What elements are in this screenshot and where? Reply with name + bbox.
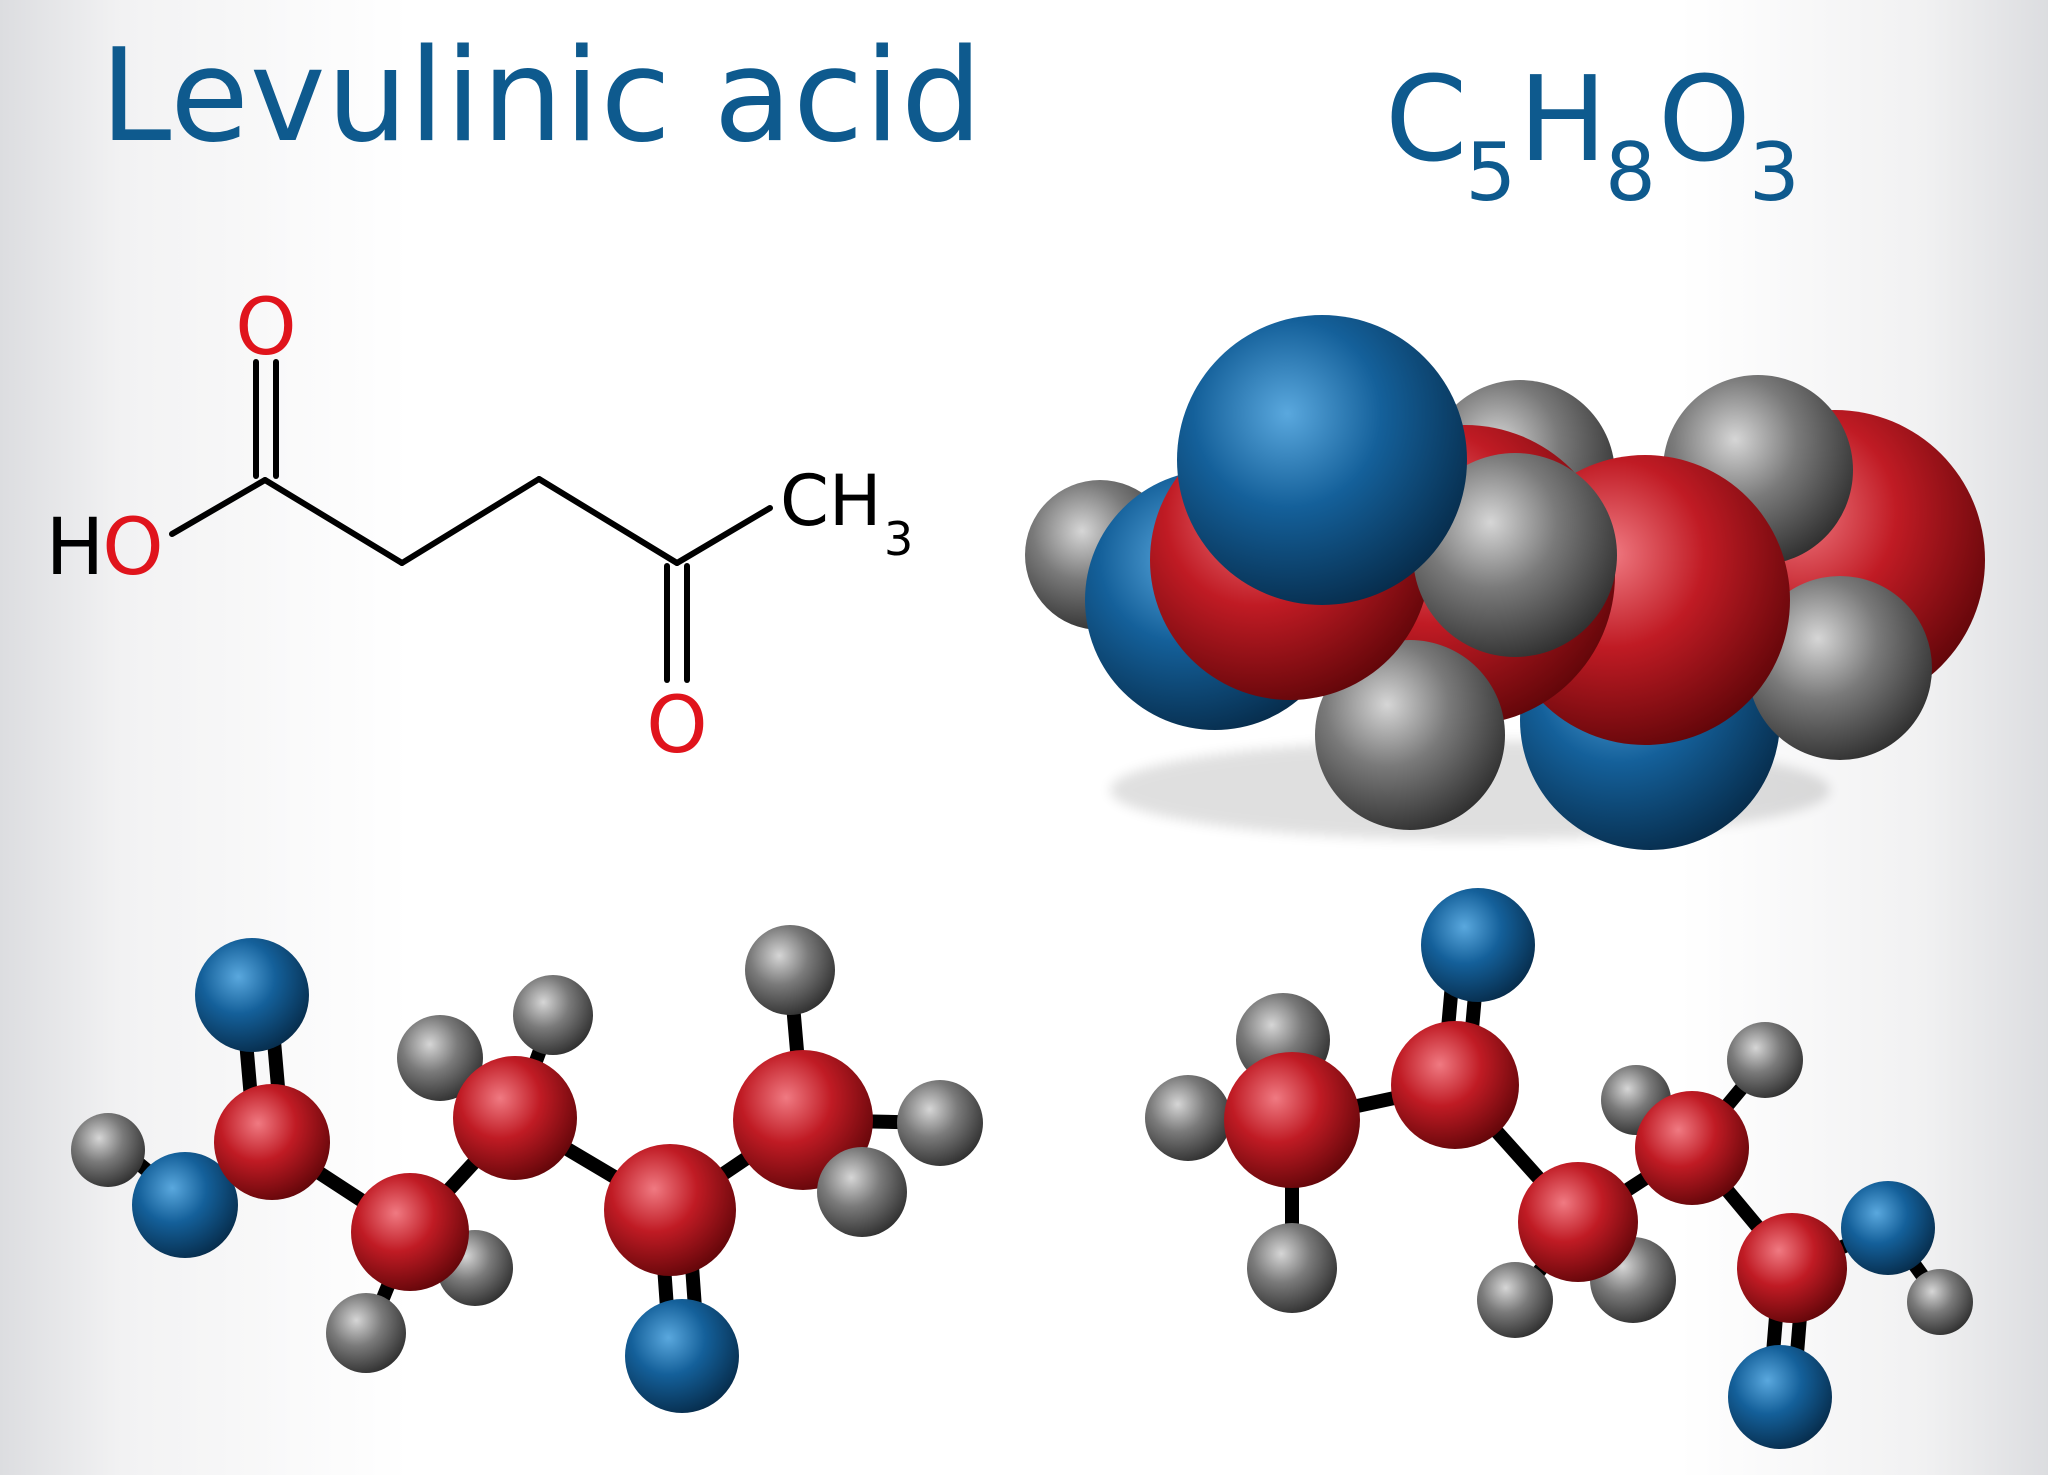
label-carbonyl-o-bottom: O — [646, 681, 707, 771]
molecule-name: Levulinic acid — [100, 22, 984, 171]
bs-left-hydrogen-c2-b — [326, 1293, 406, 1373]
skeletal-formula — [169, 359, 773, 683]
bond-c4-ch3 — [674, 505, 773, 566]
bs-left-hydrogen-methyl-a — [745, 925, 835, 1015]
bs-right-hydrogen-hydroxyl — [1907, 1269, 1973, 1335]
ball-stick-model-right — [1145, 888, 1973, 1449]
label-methyl: CH — [780, 460, 882, 542]
formula-count-c: 5 — [1465, 126, 1516, 219]
cpk-oxygen-3 — [1177, 315, 1467, 605]
bond-oh-c1 — [169, 477, 268, 537]
label-hydroxyl-h: H — [46, 503, 105, 593]
bs-right-carbon-3 — [1518, 1162, 1638, 1282]
bs-left-hydrogen-c3-a — [397, 1015, 483, 1101]
bs-left-carbon-2 — [351, 1173, 469, 1291]
bs-right-carbon-ketone — [1391, 1021, 1519, 1149]
bs-left-hydrogen-hydroxyl — [71, 1113, 145, 1187]
label-hydroxyl-o: O — [102, 503, 163, 593]
bs-left-hydrogen-c3-b — [513, 975, 593, 1055]
formula-count-h: 8 — [1605, 126, 1656, 219]
bs-left-oxygen-carbonyl — [195, 938, 309, 1052]
bs-left-hydrogen-methyl-c — [817, 1147, 907, 1237]
bs-left-carbon-1 — [214, 1084, 330, 1200]
label-carbonyl-o-top: O — [235, 283, 296, 373]
skeletal-labels: O H O O CH 3 — [46, 283, 914, 771]
bond-c3-c4 — [536, 476, 680, 566]
molecular-formula: C5H8O3 — [1385, 50, 1802, 219]
formula-count-o: 3 — [1748, 126, 1800, 219]
bs-left-oxygen-hydroxyl — [132, 1152, 238, 1258]
cpk-hydrogen-4 — [1748, 576, 1932, 760]
bs-left-oxygen-ketone — [625, 1299, 739, 1413]
bs-right-oxygen-carbonyl — [1728, 1345, 1832, 1449]
bs-right-oxygen-ketone — [1421, 888, 1535, 1002]
bs-right-hydrogen-methyl-a — [1145, 1075, 1231, 1161]
cpk-hydrogen-6 — [1413, 453, 1617, 657]
cpk-hydrogen-5 — [1315, 640, 1505, 830]
label-methyl-sub: 3 — [884, 512, 913, 566]
formula-element-h: H — [1518, 50, 1607, 188]
bs-left-hydrogen-methyl-b — [897, 1080, 983, 1166]
bs-left-carbon-4 — [604, 1144, 736, 1276]
bs-right-hydrogen-c3-a — [1477, 1262, 1553, 1338]
ball-stick-model-left — [71, 925, 983, 1413]
bs-right-hydrogen-methyl-c — [1247, 1223, 1337, 1313]
bs-right-hydrogen-c2-b — [1727, 1022, 1803, 1098]
bs-right-carbon-2 — [1635, 1091, 1749, 1205]
bs-left-carbon-3 — [453, 1056, 577, 1180]
bs-right-oxygen-hydroxyl — [1841, 1181, 1935, 1275]
formula-element-c: C — [1385, 50, 1467, 188]
formula-element-o: O — [1657, 50, 1751, 188]
space-filling-model — [1025, 315, 1985, 850]
bs-right-carbon-methyl — [1224, 1052, 1360, 1188]
bs-right-carbon-1 — [1737, 1213, 1847, 1323]
bond-c2-c3 — [399, 476, 542, 566]
bond-c1-c2 — [262, 477, 405, 566]
